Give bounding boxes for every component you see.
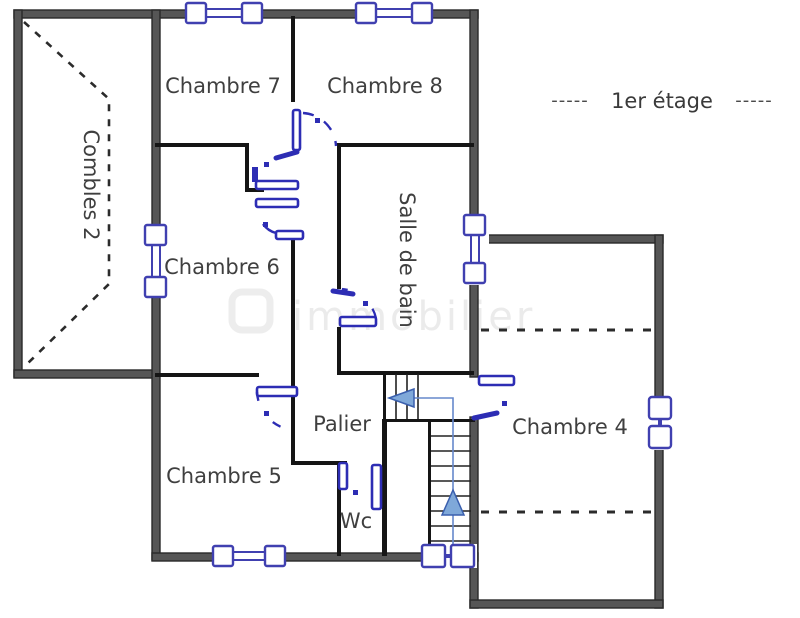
door-swing-dot: [353, 490, 358, 495]
closet-leaf: [254, 179, 300, 191]
room-label-wc: Wc: [340, 509, 372, 533]
watermark: immobilier: [228, 288, 535, 340]
door-swing-arc: [255, 391, 294, 432]
inner-wall-wc-right: [382, 419, 387, 556]
room-label-chambre-8: Chambre 8: [327, 74, 443, 98]
outer-wall-extension-top: [485, 234, 664, 244]
door-leaf: [255, 385, 299, 398]
window-frame: [462, 261, 487, 285]
door-leaf: [274, 229, 305, 241]
outer-wall-extension-bottom: [469, 599, 664, 609]
inner-wall-corridor-left: [291, 240, 295, 465]
room-label-chambre-5: Chambre 5: [166, 464, 282, 488]
outer-wall-main-right-lower: [469, 416, 479, 609]
outer-wall-main-right-upper: [469, 9, 479, 378]
door-swing-arc: [302, 111, 338, 147]
window-frame: [410, 1, 434, 25]
inner-wall-ch7-bottom: [155, 143, 249, 147]
window-extension-right: [647, 395, 673, 450]
door-chambre6: [262, 222, 305, 241]
floor-label-dash-right: -----: [735, 90, 772, 111]
inner-wall-wc-left: [337, 461, 341, 556]
stairs-arrow-left-icon: [386, 387, 415, 409]
window-bottom-left: [211, 544, 287, 568]
door-swing-dot: [264, 162, 269, 167]
closet-double-doors: [252, 167, 300, 209]
inner-wall-palier-bottom: [291, 461, 347, 465]
closet-leaf: [254, 197, 300, 209]
door-leaf: [370, 463, 383, 511]
door-chambre5: [255, 385, 299, 432]
window-frame: [263, 544, 287, 568]
inner-walls: [155, 16, 475, 556]
window-frame: [420, 543, 447, 569]
door-wc: [337, 461, 383, 511]
window-frame: [143, 223, 168, 247]
window-frame: [184, 1, 208, 25]
door-chambre4: [471, 374, 516, 421]
stairs-lower-steps: [431, 435, 471, 542]
closet-hinge: [252, 167, 258, 182]
stair-lower-left-edge: [428, 419, 431, 556]
door-leaf: [273, 149, 300, 161]
window-frame: [354, 1, 378, 25]
window-bath-right-wall: [462, 213, 489, 285]
window-frame: [449, 543, 476, 569]
watermark-text: immobilier: [292, 294, 535, 340]
room-label-salle-de-bain: Salle de bain: [395, 192, 419, 328]
room-label-combles-2: Combles 2: [79, 129, 103, 240]
outer-wall-combles-left: [13, 9, 23, 378]
inner-wall-ch6-ch5-divider: [155, 373, 259, 377]
window-frame: [462, 213, 487, 237]
door-swing-dot: [263, 222, 268, 227]
inner-wall-bath-left-lower: [337, 327, 341, 375]
window-top-right: [354, 1, 434, 25]
floor-title: ----- 1er étage -----: [551, 89, 772, 113]
room-labels: Combles 2 Chambre 7 Chambre 8 Chambre 6 …: [79, 74, 628, 533]
door-leaf: [477, 374, 516, 387]
floor-label-dash-left: -----: [551, 90, 588, 111]
window-frame: [647, 424, 673, 450]
room-label-palier: Palier: [313, 412, 371, 436]
inner-wall-ch7-ch8-divider: [291, 16, 295, 102]
window-top-left: [184, 1, 264, 25]
door-leaf: [338, 315, 378, 328]
door-swing-dot: [264, 411, 269, 416]
stair-left-edge: [383, 373, 386, 421]
watermark-logo-icon: [228, 288, 274, 334]
room-label-chambre-4: Chambre 4: [512, 415, 628, 439]
door-swing-dot: [363, 301, 368, 306]
door-leaf-open: [330, 288, 356, 297]
door-swing-arc: [341, 287, 378, 319]
door-leaf-open: [471, 410, 500, 421]
door-leaf: [291, 108, 302, 152]
door-leaf: [337, 461, 349, 491]
inner-wall-ch7-step: [245, 143, 249, 192]
floor-label: 1er étage: [611, 89, 713, 113]
inner-wall-bath-top: [337, 143, 474, 147]
window-frame: [647, 395, 673, 421]
window-left-wall: [143, 223, 171, 299]
outer-wall-combles-bottom: [13, 369, 160, 379]
window-frame: [211, 544, 235, 568]
doors: [252, 108, 516, 511]
window-frame: [240, 1, 264, 25]
inner-wall-closet-stub: [245, 188, 264, 192]
door-salle-de-bain: [330, 287, 378, 328]
inner-wall-bath-bottom: [337, 371, 474, 375]
windows: [143, 1, 673, 569]
window-frame: [143, 275, 168, 299]
stairs-arrow-up-icon: [440, 488, 466, 516]
door-chambre8: [291, 108, 338, 152]
door-chambre7: [264, 149, 300, 167]
room-label-chambre-7: Chambre 7: [165, 74, 281, 98]
door-swing-dot: [315, 118, 320, 123]
door-swing-dot: [502, 401, 507, 406]
window-bottom-stairs: [420, 543, 477, 569]
inner-wall-bath-left-upper: [337, 143, 341, 289]
room-label-chambre-6: Chambre 6: [164, 255, 280, 279]
